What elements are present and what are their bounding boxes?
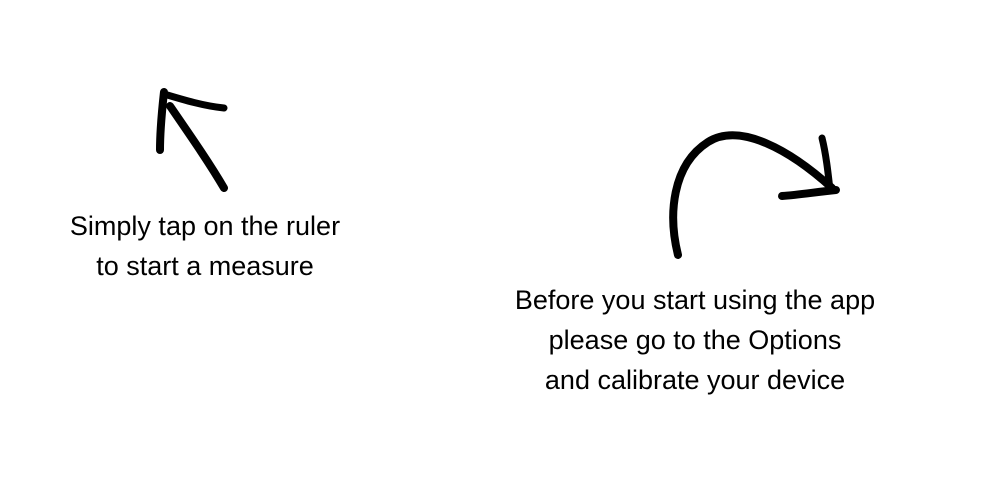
calibration-hint-line-1: Before you start using the app xyxy=(514,285,876,315)
calibration-hint-line-3: and calibrate your device xyxy=(544,365,846,395)
calibration-hint-line-2: please go to the Options xyxy=(548,325,842,355)
ruler-hint-line-2: to start a measure xyxy=(96,251,314,281)
arrow-up-left-icon xyxy=(156,88,228,192)
ruler-hint-line-1: Simply tap on the ruler xyxy=(69,211,341,241)
calibration-hint-text: Before you start using the app please go… xyxy=(490,280,900,400)
curved-arrow-down-right-icon xyxy=(669,131,840,259)
ruler-hint-text: Simply tap on the ruler to start a measu… xyxy=(40,206,370,286)
